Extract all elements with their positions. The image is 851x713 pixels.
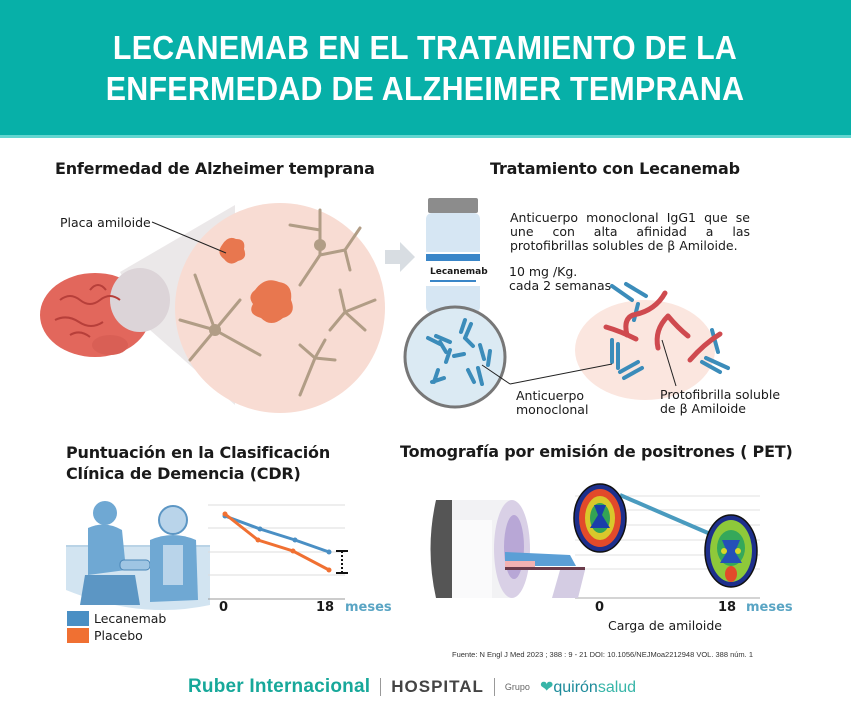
legend-label-lecanemab: Lecanemab bbox=[94, 611, 167, 626]
alzheimer-section-title: Enfermedad de Alzheimer temprana bbox=[55, 159, 375, 178]
treatment-section-title: Tratamiento con Lecanemab bbox=[490, 159, 740, 178]
protofibril-label-1: Protofibrilla soluble bbox=[660, 387, 781, 402]
pet-x-unit: meses bbox=[746, 600, 793, 615]
page-title: LECANEMAB EN EL TRATAMIENTO DE LA ENFERM… bbox=[106, 27, 745, 109]
cdr-title-line-1: Puntuación en la Clasificación bbox=[66, 443, 331, 462]
pet-caption: Carga de amiloide bbox=[608, 618, 723, 633]
legend-swatch-lecanemab bbox=[67, 611, 89, 626]
legend-label-placebo: Placebo bbox=[94, 628, 143, 643]
cdr-x-unit: meses bbox=[345, 600, 392, 615]
hospital-label: HOSPITAL bbox=[391, 677, 484, 696]
header-banner: LECANEMAB EN EL TRATAMIENTO DE LA ENFERM… bbox=[0, 0, 851, 138]
pet-x-start: 0 bbox=[595, 600, 605, 615]
footer-logos: Ruber Internacional HOSPITAL Grupo ❤quir… bbox=[188, 676, 636, 698]
dose-line-2: cada 2 semanas bbox=[509, 278, 612, 293]
ruber-logo: Ruber Internacional bbox=[188, 676, 371, 697]
antibody-label-1: Anticuerpo bbox=[516, 388, 585, 403]
grupo-label: Grupo bbox=[504, 682, 530, 692]
source-citation: Fuente: N Engl J Med 2023 ; 388 : 9 - 21… bbox=[452, 650, 754, 659]
antibody-label-2: monoclonal bbox=[516, 402, 589, 417]
dose-line-1: 10 mg /Kg. bbox=[509, 264, 578, 279]
title-line-2: ENFERMEDAD DE ALZHEIMER TEMPRANA bbox=[106, 69, 745, 107]
quironsalud-logo: ❤quirónsalud bbox=[540, 677, 636, 697]
cdr-title-line-2: Clínica de Demencia (CDR) bbox=[66, 464, 301, 483]
protofibril-label-2: de β Amiloide bbox=[660, 401, 746, 416]
footer-divider bbox=[493, 678, 495, 696]
title-line-1: LECANEMAB EN EL TRATAMIENTO DE LA bbox=[113, 28, 738, 66]
cdr-x-end: 18 bbox=[316, 600, 335, 615]
pet-x-end: 18 bbox=[718, 600, 737, 615]
legend-placebo: Placebo bbox=[67, 628, 143, 643]
treatment-description: Anticuerpo monoclonal IgG1 que se une co… bbox=[510, 210, 750, 253]
vial-label: Lecanemab bbox=[430, 267, 488, 277]
legend-swatch-placebo bbox=[67, 628, 89, 643]
plaque-label: Placa amiloide bbox=[60, 215, 151, 230]
cdr-x-start: 0 bbox=[219, 600, 229, 615]
footer-divider bbox=[380, 678, 382, 696]
cdr-section-title: Puntuación en la Clasificación Clínica d… bbox=[66, 442, 330, 484]
quiron-heart-icon: ❤ bbox=[539, 679, 554, 696]
pet-section-title: Tomografía por emisión de positrones ( P… bbox=[400, 442, 793, 461]
quiron-text: quirón bbox=[553, 679, 598, 696]
legend-lecanemab: Lecanemab bbox=[67, 611, 166, 626]
salud-text: salud bbox=[597, 679, 637, 696]
